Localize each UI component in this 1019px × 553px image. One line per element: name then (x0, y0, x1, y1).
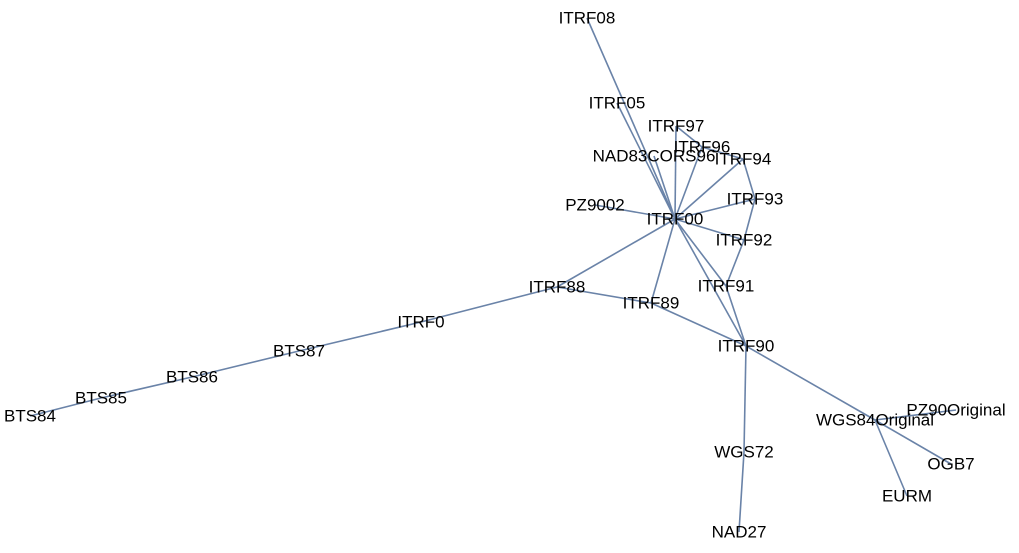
node-label-bts87: BTS87 (273, 342, 325, 361)
node-label-itrf05: ITRF05 (589, 94, 646, 113)
edge-itrf97-itrf96 (675, 125, 703, 148)
node-label-itrf93: ITRF93 (727, 190, 784, 209)
node-label-bts85: BTS85 (75, 389, 127, 408)
node-label-nad83cors96: NAD83CORS96 (593, 147, 716, 166)
edge-itrf93-itrf92 (743, 198, 756, 241)
edge-itrf88-itrf00 (556, 218, 676, 288)
node-label-itrf00: ITRF00 (647, 210, 704, 229)
node-label-bts84: BTS84 (4, 407, 56, 426)
node-label-bts86: BTS86 (166, 368, 218, 387)
edge-layer (29, 17, 957, 533)
edge-itrf91-itrf90 (725, 285, 747, 347)
edge-itrf91-itrf00 (674, 218, 727, 287)
edge-bts85-bts84 (29, 397, 102, 417)
edge-itrf88-itrf0 (420, 286, 558, 323)
edge-itrf97-itrf00 (674, 125, 677, 220)
node-label-itrf90: ITRF90 (718, 337, 775, 356)
edge-itrf96-itrf00 (674, 146, 703, 220)
edge-itrf93-itrf00 (674, 198, 756, 220)
edge-bts87-bts86 (191, 350, 300, 378)
edge-wgs72-nad27 (738, 451, 745, 533)
edge-itrf96-itrf94 (701, 146, 744, 160)
edge-pz9002-itrf00 (594, 204, 676, 220)
node-label-pz90original: PZ90Original (906, 401, 1005, 420)
node-label-itrf08: ITRF08 (559, 9, 616, 28)
edge-itrf05-itrf00 (616, 102, 676, 220)
edge-wgs84original-pz90original (874, 409, 957, 421)
node-label-itrf96: ITRF96 (674, 138, 731, 157)
node-label-ogb7: OGB7 (927, 455, 974, 474)
edge-itrf89-itrf00 (650, 218, 676, 304)
node-label-itrf94: ITRF94 (715, 150, 772, 169)
node-label-wgs84original: WGS84Original (816, 411, 934, 430)
edge-itrf90-wgs84original (745, 345, 876, 421)
node-label-itrf97: ITRF97 (648, 117, 705, 136)
node-label-eurm: EURM (882, 487, 932, 506)
edge-itrf89-itrf90 (650, 302, 747, 347)
edge-itrf94-itrf00 (674, 158, 744, 220)
edge-itrf90-wgs72 (743, 345, 747, 453)
edge-nad83cors96-itrf00 (653, 155, 676, 220)
node-label-pz9002: PZ9002 (565, 196, 625, 215)
node-label-itrf0: ITRF0 (397, 313, 444, 332)
node-label-itrf92: ITRF92 (716, 231, 773, 250)
node-label-itrf88: ITRF88 (529, 278, 586, 297)
edge-itrf08-itrf00 (586, 17, 676, 220)
edge-wgs84original-ogb7 (874, 419, 952, 465)
node-label-wgs72: WGS72 (714, 443, 774, 462)
edge-itrf88-itrf89 (556, 286, 652, 304)
edge-itrf90-itrf00 (674, 218, 747, 347)
edge-wgs84original-eurm (874, 419, 908, 497)
edge-bts86-bts85 (100, 376, 193, 399)
edge-itrf92-itrf00 (674, 218, 745, 241)
node-label-itrf91: ITRF91 (698, 277, 755, 296)
edge-itrf0-bts87 (298, 321, 422, 352)
node-label-itrf89: ITRF89 (623, 294, 680, 313)
node-label-nad27: NAD27 (712, 523, 767, 542)
edge-itrf94-itrf93 (742, 158, 756, 200)
edge-itrf92-itrf91 (725, 239, 745, 287)
